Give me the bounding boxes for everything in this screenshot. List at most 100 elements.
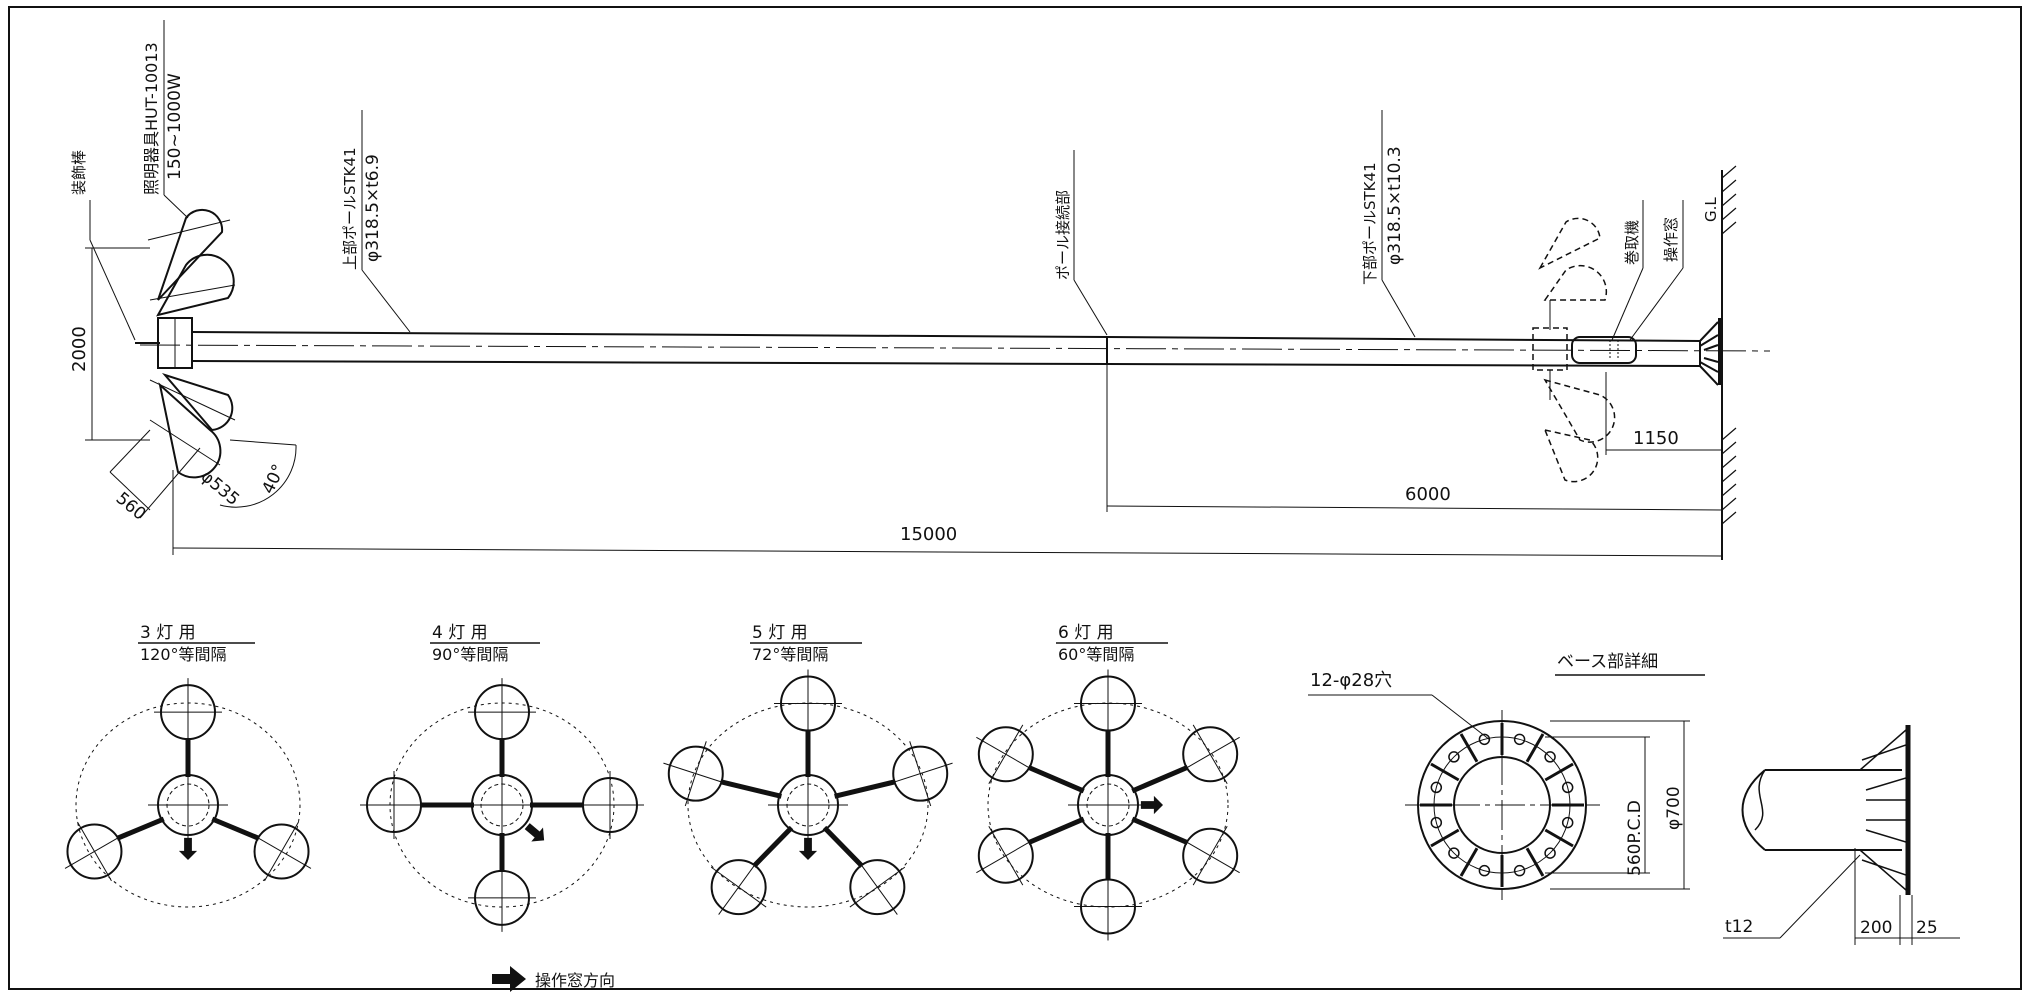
label-lower-pole-line2: φ318.5×t10.3	[1385, 146, 1405, 265]
arrangement-spacing: 60°等間隔	[1058, 645, 1134, 664]
reach-circle	[687, 702, 929, 908]
arrangement-4: 4 灯 用 90°等間隔	[360, 623, 644, 932]
lamp-arm	[1131, 764, 1189, 794]
sheet-border	[8, 6, 2022, 990]
label-joint: ポール接続部	[1054, 190, 1072, 280]
bolt-hole	[1430, 816, 1443, 829]
arrangement-spacing: 72°等間隔	[752, 645, 828, 664]
lowered-luminaires	[1532, 217, 1616, 483]
bolt-hole	[1478, 864, 1491, 877]
lamp-arm	[1027, 816, 1085, 846]
lamp-circle	[977, 726, 1034, 783]
base-flange	[1699, 318, 1722, 386]
dim-200: 200	[1860, 918, 1892, 938]
luminaire-cone	[158, 382, 222, 479]
label-window: 操作窓	[1662, 217, 1680, 262]
operating-window	[1571, 336, 1637, 364]
dim-2000: 2000	[69, 326, 90, 372]
label-upper-pole-line1: 上部ポールSTK41	[341, 147, 359, 270]
lamp-circle	[253, 823, 310, 880]
lamp-arm	[822, 825, 864, 868]
flange-rib	[1544, 762, 1574, 782]
arrangement-spacing: 90°等間隔	[432, 645, 508, 664]
pole-centerline	[139, 344, 1771, 352]
luminaire-cone	[157, 208, 224, 301]
lamp-arm	[1131, 816, 1189, 846]
lamp-arm	[834, 779, 897, 799]
bolt-hole	[1544, 751, 1556, 763]
bolt-hole	[1430, 781, 1443, 794]
arrangement-5: 5 灯 用 72°等間隔	[663, 623, 953, 916]
legend-window-direction: 操作窓方向	[492, 966, 615, 992]
lamp-circle	[977, 827, 1034, 884]
label-upper-pole-line2: φ318.5×t6.9	[363, 154, 383, 262]
lamp-arm	[211, 816, 260, 841]
lamp-circle	[849, 859, 906, 916]
dim-560: 560	[112, 489, 150, 525]
top-luminaires	[147, 208, 236, 479]
t12-label: t12	[1725, 917, 1753, 937]
direction-arrow-icon	[492, 966, 526, 992]
flange-rib	[1525, 733, 1545, 763]
window-direction-arrow-icon	[798, 837, 818, 860]
dim-6000: 6000	[1405, 484, 1451, 505]
dim-15000: 15000	[900, 524, 957, 545]
label-winch: 巻取機	[1623, 220, 1641, 265]
ground-line	[1721, 165, 1737, 560]
lamp-arm	[719, 779, 782, 799]
pipe-side	[1765, 769, 1902, 851]
label-fixture-line2: 150~1000W	[165, 73, 185, 180]
lamp-arm	[116, 816, 165, 841]
flange-rib	[1430, 828, 1460, 848]
flange-rib	[1430, 762, 1460, 782]
flange-rib	[1459, 733, 1479, 763]
bolt-hole	[1561, 816, 1574, 829]
dim-40deg: 40°	[258, 461, 289, 497]
lamp-circle	[66, 823, 123, 880]
arrangement-title: 3 灯 用	[140, 623, 196, 643]
reach-circle	[75, 702, 301, 908]
window-direction-arrow-icon	[178, 837, 198, 860]
pole-elevation	[135, 165, 1771, 560]
flange-rib	[1525, 847, 1545, 877]
bolt-hole	[1544, 847, 1556, 859]
bolt-hole	[1561, 781, 1574, 794]
dim-1150: 1150	[1633, 428, 1679, 449]
arrangement-spacing: 120°等間隔	[140, 645, 227, 664]
window-direction-arrow-icon	[524, 823, 545, 842]
lamp-arrangements: 3 灯 用 120°等間隔 4 灯 用 90°等間隔 5 灯 用 72°等間隔 …	[64, 623, 1240, 941]
arrangement-3: 3 灯 用 120°等間隔	[64, 623, 312, 908]
label-lower-pole-line1: 下部ポールSTK41	[1361, 162, 1379, 285]
lower-pole	[1106, 336, 1701, 368]
arrangement-title: 4 灯 用	[432, 623, 488, 643]
pcd-dim: 560P.C.D	[1625, 800, 1645, 876]
lamp-circle	[710, 859, 767, 916]
legend-label: 操作窓方向	[535, 971, 615, 990]
dim-25: 25	[1916, 918, 1938, 938]
lamp-circle	[1182, 827, 1239, 884]
window-direction-arrow-icon	[1140, 795, 1163, 815]
lamp-arm	[752, 825, 794, 868]
lamp-arm	[1027, 764, 1085, 794]
lamp-circle	[1182, 726, 1239, 783]
bolt-hole	[1448, 751, 1460, 763]
flange-rib	[1544, 828, 1574, 848]
holes-label: 12-φ28穴	[1310, 670, 1392, 691]
elevation-dimensions: 2000 560 φ535 40° 1150 6000 15000	[69, 247, 1723, 557]
luminaire-cone	[161, 372, 234, 432]
label-gl: G.L	[1702, 197, 1720, 222]
dia-dim: φ700	[1664, 786, 1684, 830]
elevation-labels: 装飾棒 照明器具HUT-10013 150~1000W 上部ポールSTK41 φ…	[70, 20, 1720, 341]
bolt-hole	[1448, 847, 1460, 859]
lamp-circle	[892, 745, 949, 802]
bolt-hole	[1513, 733, 1526, 746]
base-detail-title: ベース部詳細	[1557, 652, 1658, 672]
luminaire-cone	[156, 253, 235, 317]
arrangement-title: 6 灯 用	[1058, 623, 1114, 643]
bolt-hole	[1478, 733, 1491, 746]
reach-circle	[987, 702, 1229, 908]
lamp-circle	[667, 745, 724, 802]
label-ornament: 装飾棒	[70, 150, 88, 195]
